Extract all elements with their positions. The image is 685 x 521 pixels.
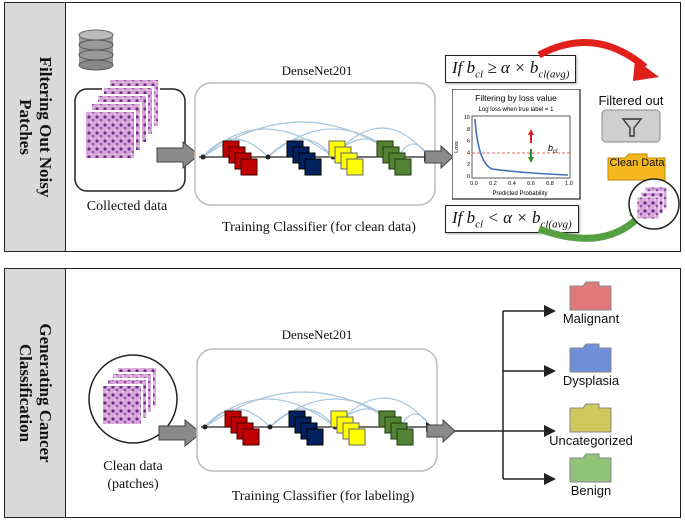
class-label: Uncategorized <box>549 433 633 448</box>
model-name-bottom: DenseNet201 <box>281 327 353 342</box>
y-tick-labels: 0 2 4 6 8 10 <box>464 115 470 180</box>
down-arrow-icon <box>528 149 534 163</box>
y-tick-label: 8 <box>467 127 470 133</box>
x-tick-label: 0.4 <box>508 181 516 187</box>
clean-patches-circle <box>88 354 178 444</box>
collected-data-label: Collected data <box>86 199 168 214</box>
clean-data-folder <box>607 153 666 181</box>
loss-chart-subtitle: Log loss when true label = 1 <box>479 107 555 113</box>
input-arrow <box>156 141 200 169</box>
loss-chart: Filtering by loss value Log loss when tr… <box>452 89 581 200</box>
densenet-diagram-bottom <box>196 348 438 472</box>
filtering-panel: Filtering Out Noisy Patches Collected da… <box>4 2 681 252</box>
output-arrow-top <box>424 145 454 169</box>
class-label: Malignant <box>562 311 620 326</box>
class-item: Malignant <box>561 281 621 326</box>
database-icon <box>78 29 114 71</box>
y-tick-label: 2 <box>467 162 470 168</box>
conv-block-red-bottom <box>224 410 260 446</box>
condition-low: If bcl < α × bcl(avg) <box>445 205 579 234</box>
condition-high: If bcl ≥ α × bcl(avg) <box>445 55 577 84</box>
filtered-out-box <box>601 109 661 143</box>
x-tick-label: 0.2 <box>489 181 497 187</box>
densenet-diagram <box>194 82 436 206</box>
x-tick-label: 0.6 <box>527 181 535 187</box>
class-label: Benign <box>570 483 612 498</box>
input-arrow-bottom <box>158 419 202 447</box>
classification-sidebar: Generating Cancer Classification <box>5 269 66 517</box>
class-item: Benign <box>561 453 621 498</box>
patch-stack-icon <box>84 78 160 160</box>
threshold-label: bcl <box>548 143 558 155</box>
loss-chart-ylabel: Loss <box>454 141 460 153</box>
classification-panel: Generating Cancer Classification Clean d… <box>4 268 681 518</box>
x-tick-label: 0.0 <box>470 181 478 187</box>
filtering-sidebar: Filtering Out Noisy Patches <box>5 3 66 251</box>
class-item: Uncategorized <box>549 403 633 448</box>
x-tick-label: 1.0 <box>565 181 573 187</box>
collected-data-figure <box>74 29 186 192</box>
loss-chart-xlabel: Predicted Probability <box>492 191 547 197</box>
clean-data-patches-label-1: Clean data <box>103 459 163 474</box>
clean-data-label: Clean Data <box>609 157 665 169</box>
filtering-title: Filtering Out Noisy Patches <box>16 56 55 198</box>
x-tick-labels: 0.0 0.2 0.4 0.6 0.8 1.0 <box>470 181 573 187</box>
class-item: Dysplasia <box>561 343 621 388</box>
clean-data-patches-label-2: (patches) <box>107 477 159 492</box>
training-label-top: Training Classifier (for clean data) <box>222 220 416 235</box>
folder-icon <box>569 403 612 433</box>
conv-block-yellow <box>328 140 364 176</box>
class-label: Dysplasia <box>562 373 620 388</box>
conv-block-green-bottom <box>378 410 414 446</box>
red-arrow-head <box>633 59 659 81</box>
clean-data-patches <box>628 178 680 230</box>
classification-title: Generating Cancer Classification <box>16 323 55 463</box>
class-branch-arrows <box>426 305 556 485</box>
conv-block-yellow-bottom <box>330 410 366 446</box>
conv-block-blue-bottom <box>288 410 324 446</box>
folder-icon <box>569 453 612 483</box>
y-tick-label: 4 <box>467 150 470 156</box>
up-arrow-icon <box>528 129 534 143</box>
training-label-bottom: Training Classifier (for labeling) <box>231 489 415 504</box>
x-tick-label: 0.8 <box>546 181 554 187</box>
y-tick-label: 6 <box>467 139 470 145</box>
filtered-out-label: Filtered out <box>598 93 664 108</box>
y-tick-label: 0 <box>467 174 470 180</box>
folder-icon <box>569 281 612 311</box>
conv-block-blue <box>286 140 322 176</box>
loss-chart-title: Filtering by loss value <box>475 93 557 103</box>
conv-block-red <box>222 140 258 176</box>
model-name: DenseNet201 <box>281 63 353 78</box>
folder-icon <box>569 343 612 373</box>
y-tick-label: 10 <box>464 115 470 121</box>
conv-block-green <box>376 140 412 176</box>
filter-icon <box>621 118 643 137</box>
